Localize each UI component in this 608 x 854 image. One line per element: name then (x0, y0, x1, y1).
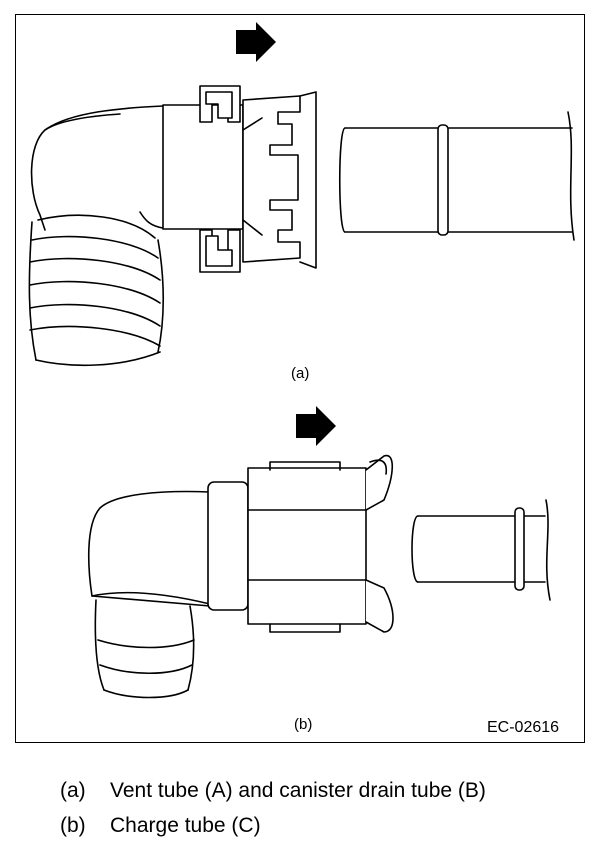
coupler-body-a (162, 104, 244, 230)
panel-a-label: (a) (291, 365, 310, 382)
straight-tube-a (338, 111, 575, 241)
panel-a-drawing (28, 22, 575, 367)
panel-b-drawing (87, 406, 551, 699)
right-arrow-icon (296, 406, 336, 446)
release-tab-bottom (365, 579, 394, 633)
legend-key: (a) (60, 779, 86, 802)
legend-text: Vent tube (A) and canister drain tube (B… (110, 779, 486, 802)
fork-connector-a (242, 95, 301, 263)
legend-item: (b) Charge tube (C) (60, 808, 486, 843)
connector-diagram (28, 22, 575, 699)
right-arrow-icon (236, 22, 276, 62)
panel-b-label: (b) (294, 716, 313, 733)
figure-frame (15, 14, 585, 743)
coupler-body-b (247, 467, 367, 625)
legend-key: (b) (60, 814, 86, 837)
legend-item: (a) Vent tube (A) and canister drain tube… (60, 773, 486, 808)
corrugated-hose-b (94, 599, 195, 699)
straight-tube-c (411, 499, 551, 601)
elbow-hose-a (30, 105, 164, 231)
elbow-hose-b (87, 490, 211, 607)
release-tab-top (365, 454, 394, 511)
legend: (a) Vent tube (A) and canister drain tube… (60, 773, 486, 843)
legend-text: Charge tube (C) (110, 814, 261, 837)
figure-code: EC-02616 (487, 719, 560, 736)
corrugated-hose-a (28, 214, 165, 367)
